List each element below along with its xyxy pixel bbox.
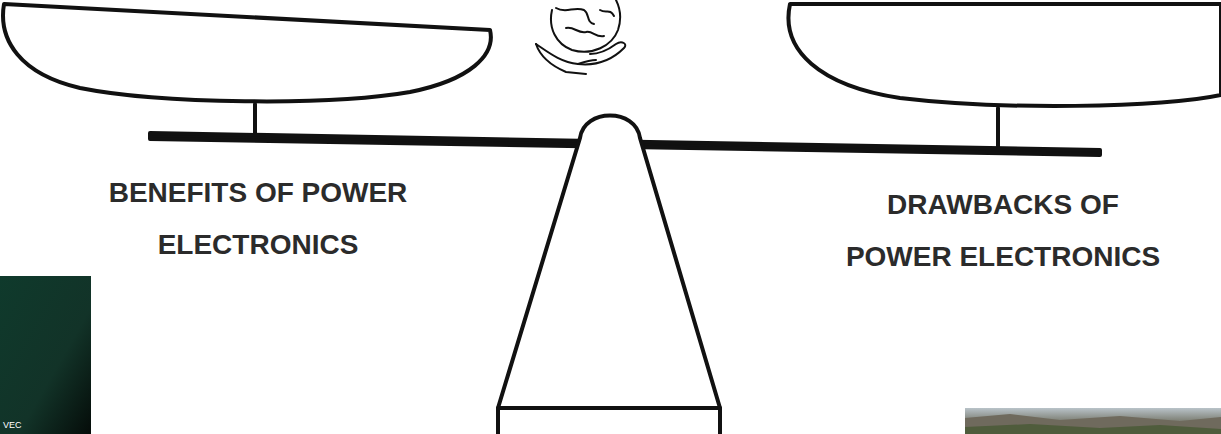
right-pan <box>788 4 1221 106</box>
left-pan <box>3 4 491 101</box>
pan-label: BENEFITS OF POWER ELECTRONICS <box>93 167 423 271</box>
photo-text: VEC <box>3 420 22 430</box>
right-pan-stem <box>996 108 1000 150</box>
fulcrum <box>498 116 720 409</box>
globe-hand-icon <box>536 0 625 74</box>
left-pan-stem <box>253 104 257 134</box>
pan-label: DRAWBACKS OF POWER ELECTRONICS <box>838 179 1168 283</box>
fulcrum-base <box>498 408 720 434</box>
mine-photo-thumbnail <box>965 408 1221 434</box>
photo-thumbnail <box>0 276 91 434</box>
